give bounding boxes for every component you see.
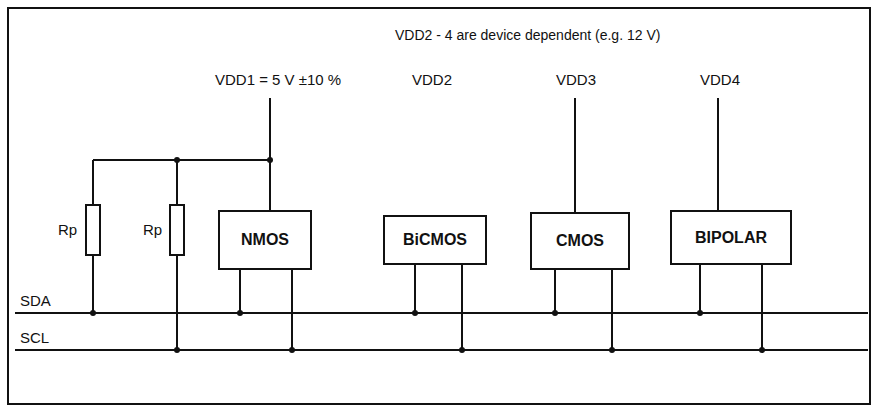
signal-name: SDA bbox=[20, 293, 51, 310]
device-name: BIPOLAR bbox=[695, 229, 767, 247]
junction-dot bbox=[237, 310, 243, 316]
frame bbox=[8, 8, 870, 404]
device-box: BiCMOS bbox=[383, 215, 487, 265]
resistor-label: Rp bbox=[58, 222, 77, 239]
signal-name: SCL bbox=[20, 330, 49, 347]
rp-wire bbox=[92, 255, 94, 313]
vdd4-wire bbox=[717, 98, 719, 210]
rp-wire bbox=[176, 255, 178, 350]
junction-dot bbox=[552, 310, 558, 316]
supply-label: VDD2 bbox=[412, 72, 452, 89]
scl-tap bbox=[611, 270, 613, 350]
junction-dot bbox=[90, 310, 96, 316]
note-text: VDD2 - 4 are device dependent (e.g. 12 V… bbox=[395, 28, 660, 43]
scl-line bbox=[15, 349, 868, 351]
device-name: NMOS bbox=[241, 231, 289, 249]
vdd1-rail bbox=[93, 159, 270, 161]
resistor-symbol bbox=[170, 205, 184, 255]
resistor-symbol bbox=[86, 205, 100, 255]
vdd3-wire bbox=[574, 98, 576, 212]
junction-dot bbox=[459, 347, 465, 353]
sda-line bbox=[15, 312, 868, 314]
device-name: CMOS bbox=[556, 232, 604, 250]
sda-tap bbox=[554, 270, 556, 313]
junction-dot bbox=[759, 347, 765, 353]
junction-dot bbox=[289, 347, 295, 353]
scl-tap bbox=[291, 270, 293, 350]
junction-dot bbox=[412, 310, 418, 316]
scl-tap bbox=[461, 265, 463, 350]
device-box: CMOS bbox=[530, 212, 630, 270]
sda-tap bbox=[414, 265, 416, 313]
junction-dot bbox=[609, 347, 615, 353]
resistor-label: Rp bbox=[143, 222, 162, 239]
junction-dot bbox=[697, 310, 703, 316]
supply-label: VDD3 bbox=[556, 72, 596, 89]
junction-dot bbox=[174, 157, 180, 163]
device-box: BIPOLAR bbox=[670, 210, 792, 265]
vdd1-wire bbox=[269, 98, 271, 210]
sda-tap bbox=[239, 270, 241, 313]
scl-tap bbox=[761, 265, 763, 350]
rp-wire bbox=[176, 160, 178, 205]
rp-wire bbox=[92, 160, 94, 205]
sda-tap bbox=[699, 265, 701, 313]
junction-dot bbox=[267, 157, 273, 163]
device-name: BiCMOS bbox=[403, 231, 467, 249]
supply-label: VDD4 bbox=[700, 72, 740, 89]
supply-label: VDD1 = 5 V ±10 % bbox=[215, 72, 341, 89]
junction-dot bbox=[174, 347, 180, 353]
device-box: NMOS bbox=[218, 210, 312, 270]
